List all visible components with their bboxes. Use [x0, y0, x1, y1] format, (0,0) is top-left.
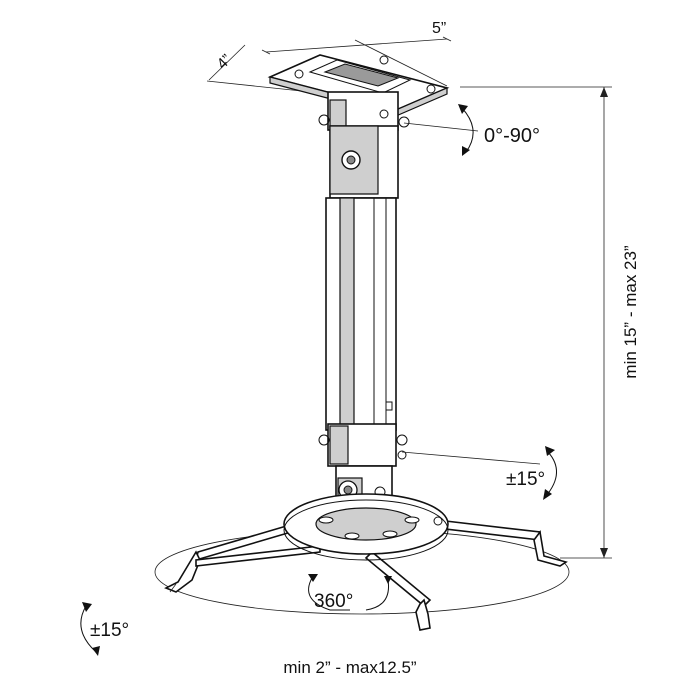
swivel-arrow-icon [401, 446, 557, 500]
side-tilt-arrow-icon [80, 583, 177, 656]
side-tilt-label: ±15° [90, 620, 129, 641]
rotation-label: 360° [314, 591, 353, 612]
top-width-label: 5” [432, 20, 446, 37]
extension-pole [325, 125, 399, 431]
arm-range-label: min 2” - max12.5” [283, 658, 417, 677]
rotation-arrow-icon [308, 574, 392, 611]
tilt-range-label: 0°-90° [484, 125, 540, 147]
mounting-arms [164, 517, 568, 631]
swivel-range-label: ±15° [506, 469, 545, 490]
base-plate [283, 493, 449, 561]
top-plate-width-dimension [261, 36, 452, 87]
height-dimension [460, 86, 612, 559]
height-range-label: min 15” - max 23” [621, 245, 640, 379]
tilt-bracket [318, 91, 410, 131]
tilt-arrow-icon [403, 104, 479, 156]
pole-collar [318, 423, 408, 467]
top-depth-label: 4” [214, 51, 235, 72]
